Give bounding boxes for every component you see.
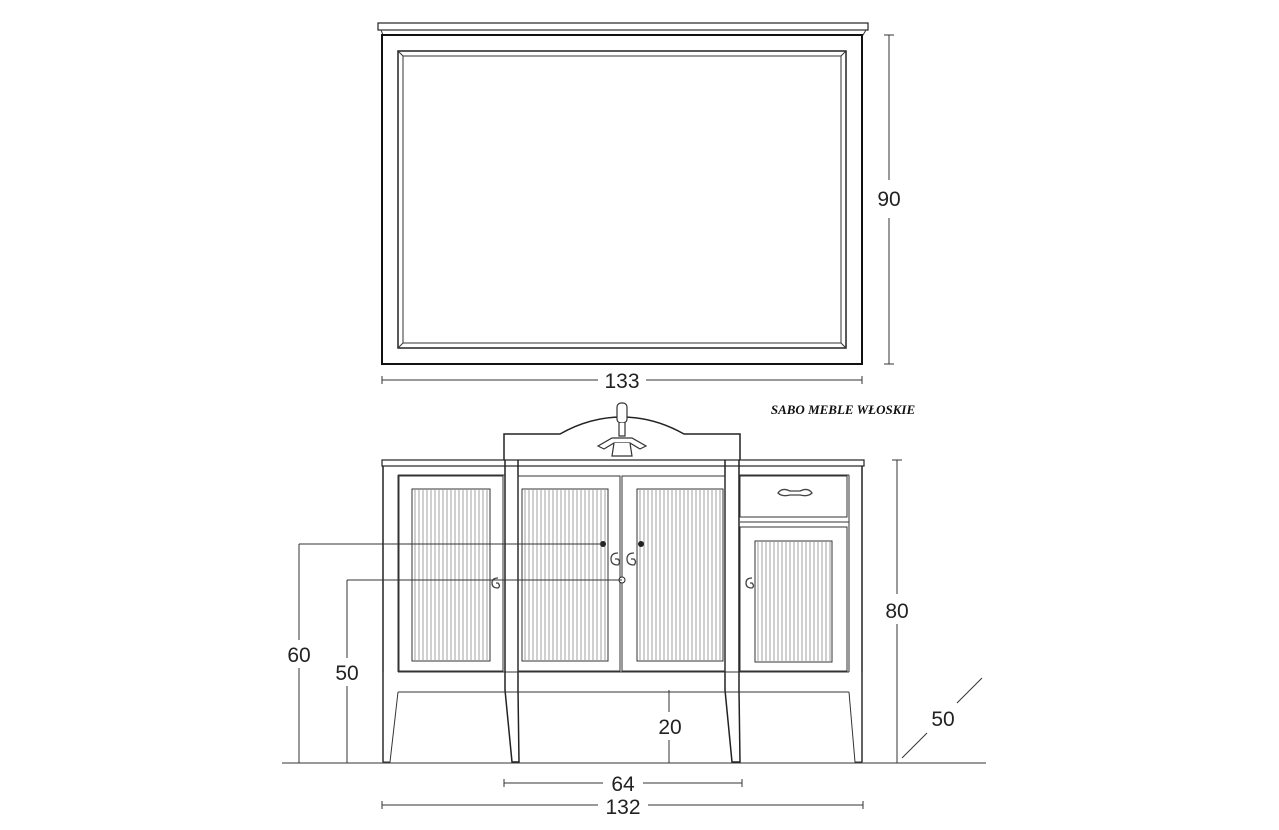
sink-width-dimension: 64	[503, 773, 743, 796]
mirror-crown-molding	[377, 22, 869, 31]
leg-clearance-dimension: 20	[658, 690, 682, 763]
mirror	[377, 22, 869, 365]
door-left	[398, 475, 504, 672]
brand-label: SABO MEBLE WŁOSKIE	[771, 402, 916, 417]
drawer-handle-icon	[777, 488, 813, 497]
lower-outlet-height-label: 50	[335, 662, 358, 685]
outlet-right-marker	[638, 541, 644, 547]
mirror-inner-frame	[397, 50, 847, 349]
mirror-width-label: 133	[604, 370, 639, 393]
cabinet-height-dimension: 80	[885, 459, 909, 763]
drawer	[739, 475, 848, 518]
mirror-outer-frame	[381, 34, 863, 365]
door-handle-icon	[491, 552, 755, 589]
fluted-glass-pattern	[414, 490, 831, 661]
mirror-height-label: 90	[877, 188, 900, 211]
leg-center-right	[724, 460, 741, 763]
cabinet-width-label: 132	[605, 796, 640, 819]
door-right	[739, 526, 848, 672]
leg-clearance-label: 20	[658, 716, 681, 739]
countertop	[381, 459, 865, 467]
cabinet-depth-label: 50	[931, 708, 954, 731]
leg-left	[382, 672, 399, 763]
door-center-left	[517, 475, 621, 672]
vanity-cabinet	[381, 402, 865, 763]
cabinet-width-dimension: 132	[381, 796, 864, 819]
cabinet-depth-dimension: 50	[901, 677, 983, 759]
mirror-glass	[402, 55, 842, 344]
faucet-icon	[596, 402, 648, 457]
sink-width-label: 64	[611, 773, 635, 796]
upper-outlet-height-dimension: 60	[287, 543, 603, 763]
upper-outlet-height-label: 60	[287, 644, 310, 667]
leg-right	[848, 672, 863, 763]
mirror-width-dimension: 133	[381, 370, 863, 393]
leg-center-left	[504, 460, 520, 763]
mirror-height-dimension: 90	[877, 34, 901, 365]
cabinet-height-label: 80	[885, 600, 908, 623]
door-center-right	[621, 475, 726, 672]
lower-outlet-height-dimension: 50	[335, 579, 622, 763]
